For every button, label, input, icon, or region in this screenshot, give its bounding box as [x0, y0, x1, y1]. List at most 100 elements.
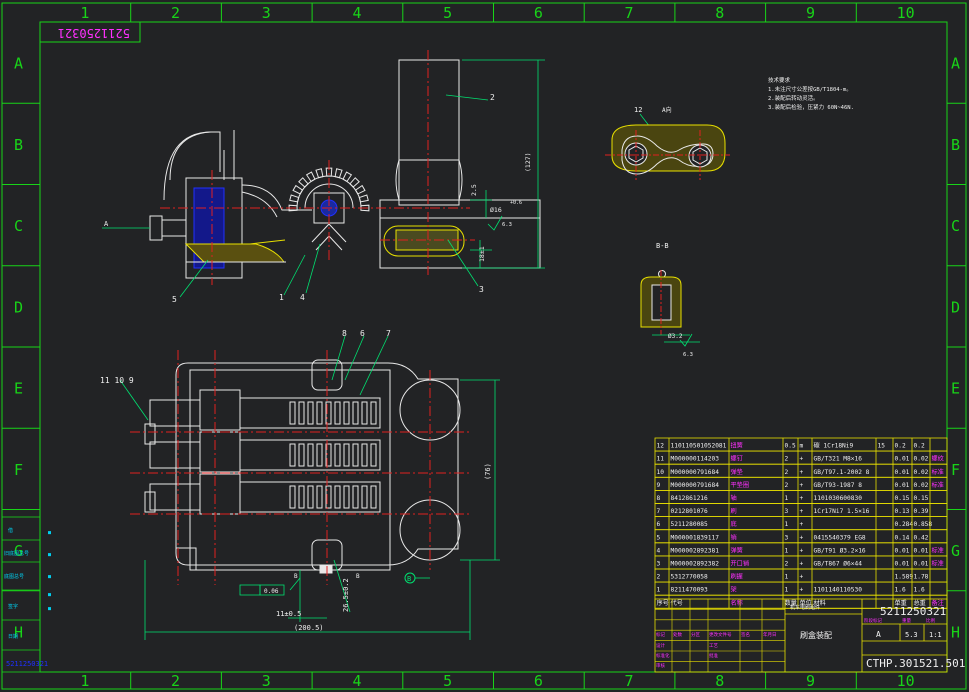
dim-offset: 11±0.5: [276, 610, 301, 618]
plan-tooth: [370, 443, 377, 467]
bom-cell: GB/T91 Ø3.2×16: [814, 546, 866, 554]
plan-tooth: [352, 443, 359, 467]
dim-height: (127): [524, 152, 532, 172]
bom-cell: 1.6: [895, 587, 906, 594]
bom-cell: 5312770058: [671, 574, 709, 581]
stage-mark: A: [876, 630, 881, 639]
plan-tooth: [289, 401, 296, 425]
title-block-text: 5211250321 刷盒装配 机车电刷组件 A 5.3 1:1 CTHP.30…: [790, 604, 965, 670]
plan-tooth: [316, 485, 323, 509]
bom-cell: 0.01: [895, 469, 910, 476]
dim-rough-1: 6.3: [502, 222, 512, 228]
section-bb-title: B-B: [656, 242, 669, 250]
left-label-3: 底图总号: [4, 573, 24, 580]
balloon-1: 1: [279, 293, 284, 302]
row-label-right: E: [951, 380, 960, 398]
gear-tooth: [349, 177, 360, 188]
row-label-right: G: [951, 542, 960, 560]
dim-rough-2: 6.3: [683, 352, 693, 358]
plan-tooth: [325, 443, 332, 467]
bom-cell: M000002892381: [671, 547, 720, 554]
col-label-bottom: 2: [171, 672, 180, 690]
plan-balloons: 8 6 7 11 10 9: [100, 329, 391, 385]
plan-tooth: [298, 401, 305, 425]
balloon-11-10-9: 11 10 9: [100, 376, 134, 385]
bom-cell: 1: [657, 587, 661, 594]
gear-tooth: [334, 168, 343, 179]
balloon-5: 5: [172, 295, 177, 304]
bom-cell: 扭簧: [731, 442, 743, 450]
left-panel: [1, 516, 41, 673]
svg-text:■: ■: [48, 592, 51, 598]
plan-tooth: [307, 401, 314, 425]
col-label-bottom: 8: [715, 672, 724, 690]
bom-cell: M000002892382: [671, 561, 720, 568]
bom-cell: 0.858: [914, 521, 933, 528]
plan-tooth: [325, 485, 332, 509]
bom-cell: 1.6: [914, 587, 925, 594]
corner-stamp: 5211250321: [39, 21, 141, 43]
bom-cell: +: [800, 534, 804, 541]
left-label-2: 旧底图总号: [4, 550, 29, 557]
bom-cell: 3: [785, 508, 789, 515]
dim-bore-2: Ø3.2: [668, 333, 683, 340]
gear-wheel: [288, 167, 370, 212]
bom-cell: +: [800, 495, 804, 502]
drawing-title: 刷盒装配: [800, 630, 832, 640]
bom-cell: 名称: [731, 599, 743, 607]
plan-tooth: [334, 443, 341, 467]
bom-cell: 序号: [657, 599, 669, 607]
row-label-left: G: [14, 542, 23, 560]
bom-cell: 1: [785, 547, 789, 554]
row-label-right: H: [951, 623, 960, 641]
left-label-1: 借: [8, 527, 13, 534]
bom-cell: 5211280085: [671, 521, 709, 528]
col-label-bottom: 1: [80, 672, 89, 690]
plan-tooth: [370, 401, 377, 425]
tb-small-label: 处数: [673, 631, 682, 638]
gear-tooth: [358, 194, 369, 203]
bom-cell: 1: [785, 495, 789, 502]
bom-cell: 8211470093: [671, 587, 709, 594]
bom-cell: 平垫圈: [731, 481, 750, 489]
col-label-top: 9: [806, 4, 815, 22]
row-label-left: E: [14, 380, 23, 398]
row-label-left: A: [14, 55, 23, 73]
row-label-right: B: [951, 136, 960, 154]
bom-cell: 2: [785, 482, 789, 489]
a-view-detail: 12 A向: [605, 106, 730, 180]
bom-cell: 1101030600830: [814, 495, 863, 502]
left-label-5: 日期: [8, 634, 18, 640]
bom-cell: 0.01: [895, 456, 910, 463]
gear-tooth: [360, 204, 370, 212]
bom-cell: GB/T867 Ø6×44: [814, 560, 863, 568]
datum-b-text: B: [407, 575, 411, 583]
bom-cell: 0.01: [895, 561, 910, 568]
row-label-right: F: [951, 461, 960, 479]
bom-cell: 6: [657, 521, 661, 528]
bom-cell: 弹簧: [731, 546, 743, 554]
bom-cell: M000000791684: [671, 482, 720, 489]
bom-cell: +: [800, 561, 804, 568]
bom-cell: 0.01: [914, 561, 929, 568]
bom-cell: 标准: [932, 468, 944, 476]
gear-tooth: [288, 204, 298, 212]
bom-cell: 8: [657, 495, 661, 502]
dim-length: (200.5): [294, 624, 324, 632]
bom-cell: 螺纹: [932, 455, 945, 463]
bom-cell: 8412861216: [671, 495, 709, 502]
row-label-right: C: [951, 217, 960, 235]
balloon-6: 6: [360, 329, 365, 338]
col-label-bottom: 10: [897, 672, 915, 690]
bom-cell: 0.01: [895, 547, 910, 554]
corner-stamp-text: 5211250321: [58, 26, 130, 40]
col-label-bottom: 5: [443, 672, 452, 690]
bom-cell: 标准: [932, 481, 944, 489]
bom-cell: +: [800, 482, 804, 489]
tb-small-label: 工艺: [709, 643, 718, 649]
balloon-8: 8: [342, 329, 347, 338]
svg-text:■: ■: [48, 574, 51, 580]
bom-cell: 0.15: [895, 495, 910, 502]
dim-flatness: 0.06: [264, 588, 279, 595]
